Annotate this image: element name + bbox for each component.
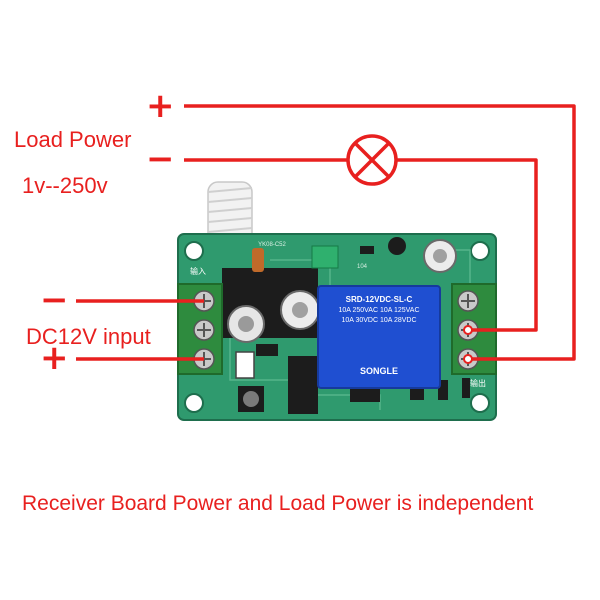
relay-brand: SONGLE xyxy=(360,366,398,376)
dc-plus-sign: + xyxy=(40,338,69,378)
load-wires xyxy=(184,104,576,361)
lamp-icon xyxy=(346,134,398,186)
mount-hole xyxy=(470,241,490,261)
caption: Receiver Board Power and Load Power is i… xyxy=(22,492,534,515)
terminal-screw xyxy=(193,319,215,341)
load-negative-wire-right xyxy=(396,158,538,332)
terminal-screw xyxy=(457,290,479,312)
load-power-label: Load Power xyxy=(14,127,132,152)
relay-line: 10A 250VAC 10A 125VAC xyxy=(338,307,419,314)
dc-minus-sign: − xyxy=(40,280,69,320)
ic-chip xyxy=(288,356,318,414)
ic-chip xyxy=(350,386,380,402)
relay-line: SRD-12VDC-SL-C xyxy=(346,295,413,304)
load-minus-sign: − xyxy=(146,139,175,179)
mount-hole xyxy=(184,241,204,261)
board-model: YK08-C52 xyxy=(258,242,286,248)
relay: 10A 250VAC 10A 125VAC 10A 30VDC 10A 28VD… xyxy=(190,242,486,389)
mount-hole xyxy=(184,393,204,413)
load-positive-wire xyxy=(184,104,576,361)
inductor xyxy=(252,248,264,272)
board-ic-label: 104 xyxy=(357,264,368,270)
dc-input-label: DC12V input xyxy=(26,324,151,349)
trimmer xyxy=(311,245,339,269)
load-plus-sign: + xyxy=(146,86,175,126)
left-terminal-label: 输入 xyxy=(190,266,206,276)
mount-hole xyxy=(470,393,490,413)
load-voltage-label: 1v--250v xyxy=(22,173,108,198)
jumper xyxy=(235,351,255,379)
ic-chip xyxy=(256,344,278,356)
right-terminal-label: 输出 xyxy=(470,378,486,388)
dc-wires xyxy=(76,299,204,361)
relay-line: 10A 30VDC 10A 28VDC xyxy=(341,317,416,324)
